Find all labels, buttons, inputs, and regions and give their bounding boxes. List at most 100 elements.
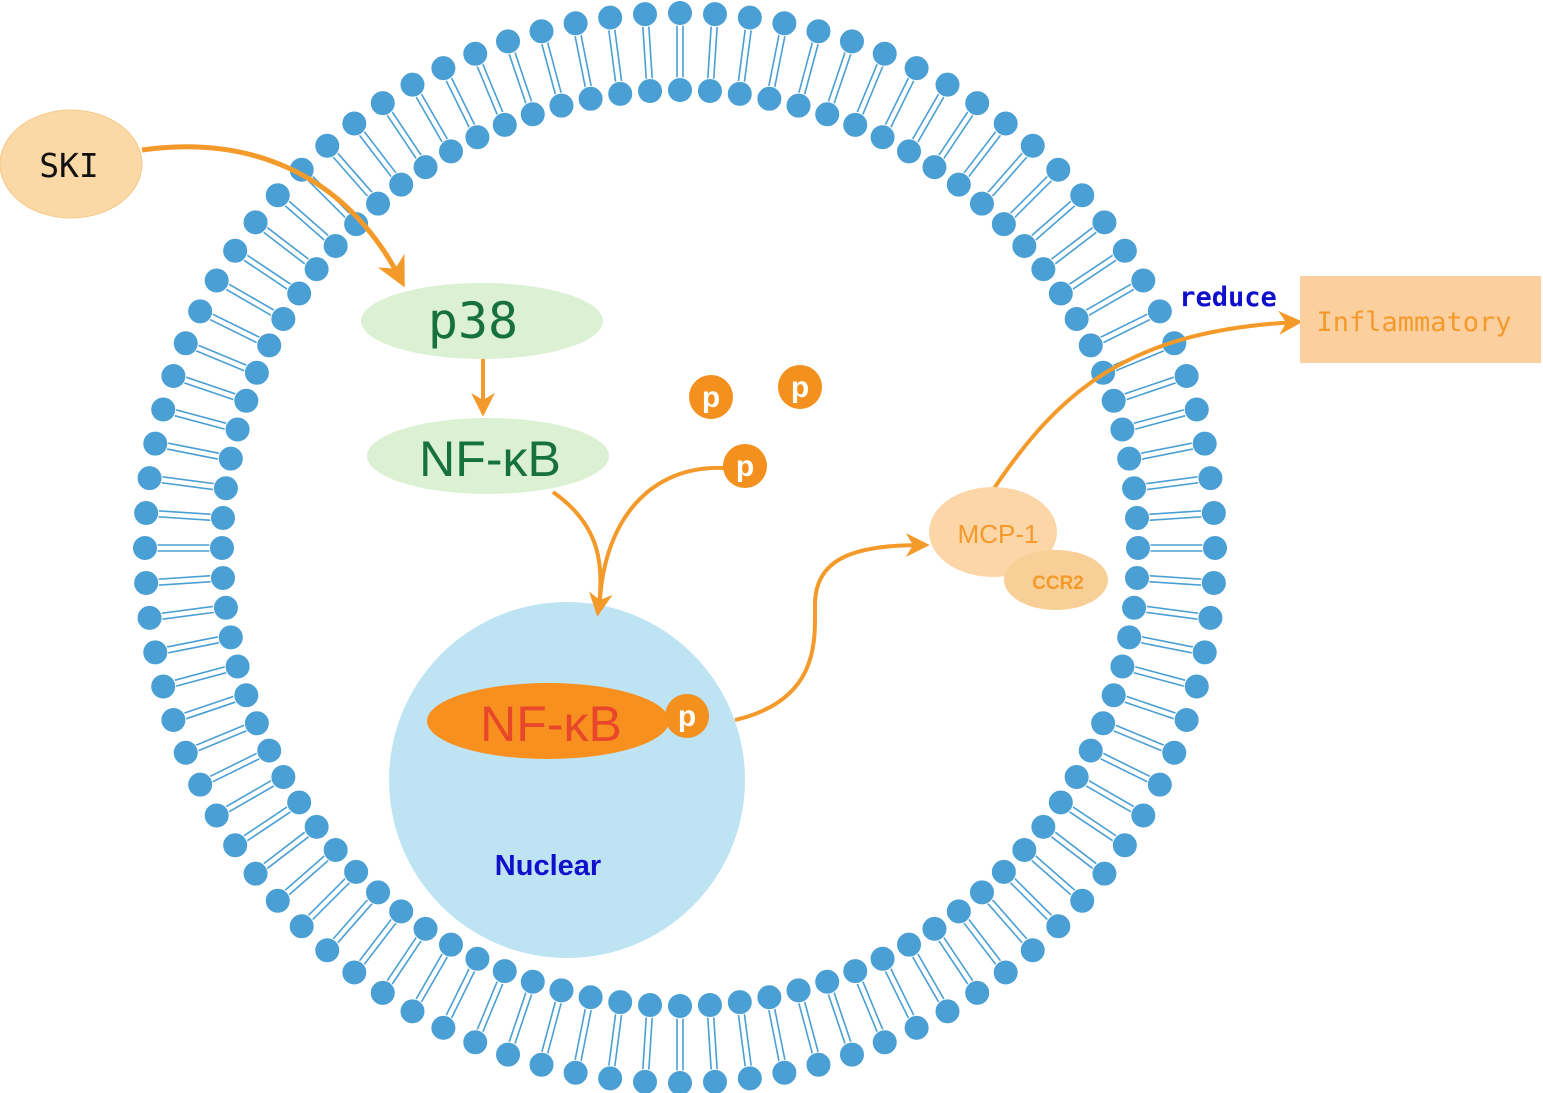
lipid xyxy=(133,564,236,596)
lipid xyxy=(133,500,236,532)
lipid xyxy=(430,55,491,151)
lipid xyxy=(667,993,693,1093)
lipid xyxy=(896,71,961,165)
lipid xyxy=(1125,535,1228,561)
lipid xyxy=(632,1,664,104)
lipid xyxy=(968,132,1046,217)
reduce-label: reduce xyxy=(1179,282,1277,313)
lipid xyxy=(341,898,415,986)
lipid xyxy=(945,898,1019,986)
lipid xyxy=(1011,182,1096,260)
lipid xyxy=(160,682,260,733)
lipid xyxy=(172,710,270,766)
lipid xyxy=(726,4,763,107)
lipid xyxy=(785,977,832,1078)
lipid xyxy=(203,267,297,332)
lipid xyxy=(288,858,370,940)
lipid xyxy=(242,813,330,887)
lipid xyxy=(1077,737,1173,798)
lipid xyxy=(187,298,283,359)
phosphate-3: p xyxy=(723,444,767,488)
svg-text:p: p xyxy=(791,371,809,404)
lipid xyxy=(369,915,439,1006)
nfkb-nuclear-node xyxy=(427,683,669,759)
lipid xyxy=(756,984,798,1086)
lipid xyxy=(160,363,260,414)
lipid xyxy=(172,330,270,386)
lipid xyxy=(528,977,575,1078)
nfkb-nuclear-label: NF-κB xyxy=(480,696,622,752)
lipid xyxy=(1047,789,1138,859)
edge-mcp1-to-inflammatory xyxy=(991,310,1303,492)
nucleus xyxy=(389,602,745,958)
lipid xyxy=(136,465,239,502)
lipid xyxy=(1121,594,1224,631)
lipid xyxy=(1116,624,1218,666)
lipid xyxy=(968,879,1046,964)
lipid xyxy=(597,4,634,107)
lipid xyxy=(696,1,728,104)
ccr2-node xyxy=(1004,550,1108,610)
phosphate-1: p xyxy=(689,375,733,419)
lipid xyxy=(896,931,961,1025)
lipid xyxy=(203,764,297,829)
lipid xyxy=(921,90,991,181)
lipid xyxy=(242,209,330,283)
nfkb-label: NF-κB xyxy=(419,431,561,487)
lipid xyxy=(1109,653,1210,700)
lipid xyxy=(921,915,991,1006)
edge-nucleus-to-mcp1 xyxy=(734,533,930,722)
lipid xyxy=(726,989,763,1092)
lipid xyxy=(314,879,392,964)
lipid xyxy=(814,968,865,1068)
lipid xyxy=(462,40,518,138)
lipid xyxy=(667,0,693,103)
lipid xyxy=(399,931,464,1025)
lipid xyxy=(187,737,283,798)
lipid xyxy=(785,18,832,119)
nfkb-node xyxy=(367,418,609,494)
cell-membrane xyxy=(132,0,1228,1093)
lipid xyxy=(1100,363,1200,414)
inflammatory-label: Inflammatory xyxy=(1316,307,1511,338)
lipid xyxy=(288,156,370,238)
lipid xyxy=(150,396,251,443)
edge-phospho-to-nucleus xyxy=(598,465,725,601)
lipid xyxy=(869,55,930,151)
lipid xyxy=(562,984,604,1086)
lipid xyxy=(1100,682,1200,733)
lipid xyxy=(869,945,930,1041)
lipid xyxy=(1109,396,1210,443)
lipid xyxy=(1047,237,1138,307)
lipid xyxy=(150,653,251,700)
lipid xyxy=(1121,465,1224,502)
inflammatory-node xyxy=(1300,276,1541,363)
edge-nfkb-to-nucleus xyxy=(551,490,613,617)
lipid xyxy=(990,858,1072,940)
phosphate-2: p xyxy=(778,365,822,409)
lipid xyxy=(842,40,898,138)
lipid xyxy=(1116,430,1218,472)
lipid xyxy=(632,992,664,1093)
lipid xyxy=(990,156,1072,238)
edge-ski-to-p38 xyxy=(141,144,405,288)
lipid xyxy=(430,945,491,1041)
svg-text:p: p xyxy=(736,450,754,483)
lipid xyxy=(264,836,349,914)
lipid xyxy=(1124,564,1227,596)
lipid xyxy=(132,535,235,561)
lipid xyxy=(945,110,1019,198)
lipid xyxy=(341,110,415,198)
lipid xyxy=(1030,813,1118,887)
ski-label: SKI xyxy=(39,146,99,185)
lipid xyxy=(528,18,575,119)
nuclear-label: Nuclear xyxy=(495,850,601,882)
lipid xyxy=(756,10,798,112)
lipid xyxy=(142,430,244,472)
lipid xyxy=(136,594,239,631)
ccr2-label: CCR2 xyxy=(1032,573,1084,594)
svg-text:p: p xyxy=(702,381,720,414)
lipid xyxy=(1063,267,1157,332)
mcp1-node xyxy=(929,487,1057,577)
